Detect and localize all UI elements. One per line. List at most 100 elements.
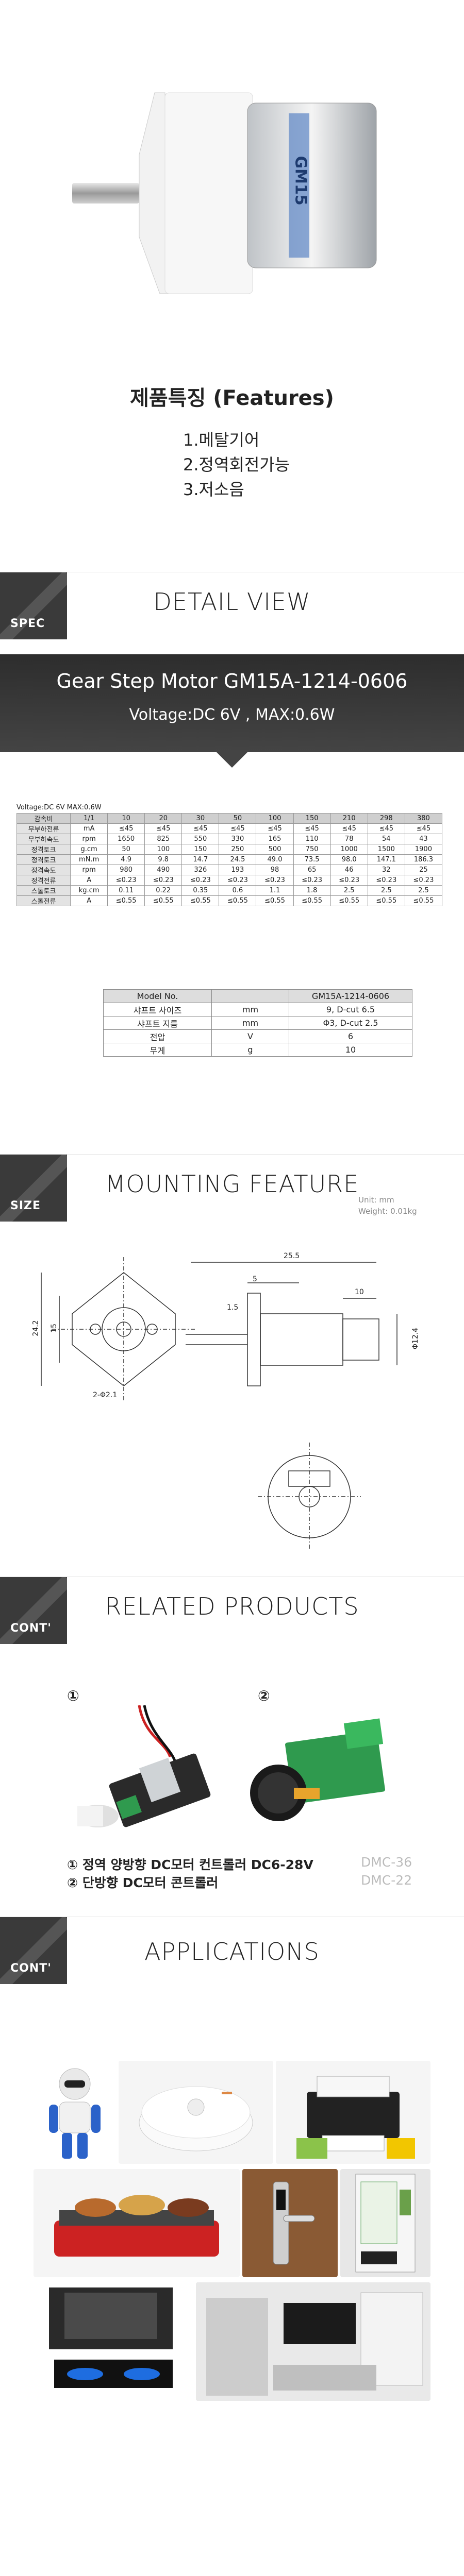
product-2-number: ②	[258, 1687, 270, 1704]
spec-title: DETAIL VIEW	[153, 588, 311, 616]
table-cell: 스톨전류	[16, 895, 71, 906]
size-title: MOUNTING FEATURE	[105, 1170, 359, 1198]
table-cell: ≤45	[367, 823, 405, 834]
app-robot	[34, 2061, 116, 2164]
dim-label: Φ12.4	[411, 1327, 420, 1350]
table-cell: 50	[107, 844, 145, 855]
table-cell: ≤0.23	[330, 875, 368, 886]
feature-item: 3.저소음	[183, 480, 244, 499]
product-photo: GM15	[0, 0, 464, 330]
table-cell: 147.1	[367, 854, 405, 865]
table-cell: 정격토크	[16, 854, 71, 865]
table-cell: A	[70, 875, 108, 886]
table-cell: ≤0.23	[144, 875, 183, 886]
table-cell: V	[211, 1029, 289, 1043]
motor-label: GM15	[291, 156, 310, 206]
table-cell: 49.0	[256, 854, 294, 865]
table-cell: 1900	[404, 844, 443, 855]
table-header-row: 감속비 1/1 10 20 30 50 100 150 210 298 380	[16, 813, 443, 824]
table-cell: 정격전류	[16, 875, 71, 886]
table-cell: 73.5	[293, 854, 331, 865]
table-cell: ≤0.55	[144, 895, 183, 906]
table-cell: 98.0	[330, 854, 368, 865]
table-cell: 65	[293, 865, 331, 875]
related-header: CONT' RELATED PRODUCTS	[0, 1577, 464, 1644]
table-cell: ≤45	[219, 823, 257, 834]
table-cell: 1500	[367, 844, 405, 855]
table-cell: ≤0.55	[330, 895, 368, 906]
table-cell: ≤0.23	[367, 875, 405, 886]
table-header-cell: Model No.	[103, 989, 212, 1003]
table-cell: mN.m	[70, 854, 108, 865]
table-header-cell: 298	[367, 813, 405, 824]
app-vending-machine	[340, 2169, 430, 2277]
table-cell: 326	[181, 865, 220, 875]
weight-note: Weight: 0.01kg	[358, 1207, 417, 1216]
product-1-code: DMC-36	[361, 1855, 412, 1870]
table-cell: g.cm	[70, 844, 108, 855]
table-cell: 110	[293, 834, 331, 844]
table-cell: 54	[367, 834, 405, 844]
table-cell: 9, D-cut 6.5	[289, 1003, 412, 1016]
table-cell: ≤0.55	[367, 895, 405, 906]
table-cell: 500	[256, 844, 294, 855]
table-header-cell: 100	[256, 813, 294, 824]
table-cell: 750	[293, 844, 331, 855]
table-cell: 193	[219, 865, 257, 875]
table-cell: 정격토크	[16, 844, 71, 855]
table-cell: 무게	[103, 1043, 212, 1057]
product-2-desc: ② 단방향 DC모터 콘트롤러	[67, 1875, 219, 1890]
app-range-hood	[34, 2282, 193, 2401]
dim-label: 2-Φ2.1	[93, 1391, 118, 1399]
table-header-cell: 210	[330, 813, 368, 824]
table-cell: 330	[219, 834, 257, 844]
table-cell: 전압	[103, 1029, 212, 1043]
apps-header: CONT' APPLICATIONS	[0, 1917, 464, 1984]
table-cell: 78	[330, 834, 368, 844]
spec-banner: Gear Step Motor GM15A-1214-0606 Voltage:…	[0, 654, 464, 752]
table-cell: 2.5	[367, 885, 405, 896]
table-cell: 1.8	[293, 885, 331, 896]
table-cell: 490	[144, 865, 183, 875]
table-cell: ≤0.55	[256, 895, 294, 906]
table-header-cell: 감속비	[16, 813, 71, 824]
table-cell: 무부하전류	[16, 823, 71, 834]
table-cell: 165	[256, 834, 294, 844]
table-cell: 980	[107, 865, 145, 875]
table-cell: ≤0.23	[256, 875, 294, 886]
table-cell: 100	[144, 844, 183, 855]
table-cell: 24.5	[219, 854, 257, 865]
table-cell: 46	[330, 865, 368, 875]
table-cell: ≤45	[181, 823, 220, 834]
dim-label: 10	[355, 1288, 364, 1296]
table-header-cell: 150	[293, 813, 331, 824]
banner-subtitle: Voltage:DC 6V , MAX:0.6W	[129, 706, 335, 724]
table-cell: rpm	[70, 834, 108, 844]
table-cell: mm	[211, 1016, 289, 1030]
table-header-cell	[211, 989, 289, 1003]
apps-title: APPLICATIONS	[144, 1938, 320, 1965]
table-cell: 43	[404, 834, 443, 844]
banner-title: Gear Step Motor GM15A-1214-0606	[56, 670, 408, 692]
table-header-cell: 20	[144, 813, 183, 824]
table-cell: ≤0.55	[107, 895, 145, 906]
features-list: 1.메탈기어 2.정역회전가능 3.저소음	[183, 428, 389, 502]
table-cell: 14.7	[181, 854, 220, 865]
table-cell: ≤0.55	[293, 895, 331, 906]
table-header-cell: 50	[219, 813, 257, 824]
table-cell: 32	[367, 865, 405, 875]
table-cell: 2.5	[404, 885, 443, 896]
dim-label: 5	[253, 1275, 257, 1283]
table-cell: g	[211, 1043, 289, 1057]
app-door-lock	[242, 2169, 338, 2277]
table-cell: 150	[181, 844, 220, 855]
table-header-cell: 30	[181, 813, 220, 824]
product-2-image	[242, 1705, 397, 1834]
